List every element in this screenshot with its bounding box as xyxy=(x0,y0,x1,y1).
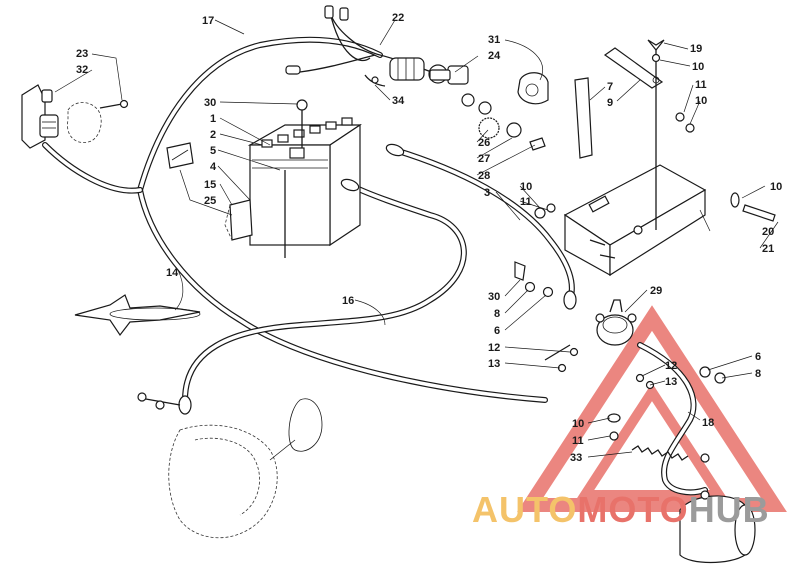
callout-10-c: 10 xyxy=(520,181,532,193)
callout-numbers: 17 22 23 32 34 31 24 19 10 7 9 11 10 30 … xyxy=(76,12,782,464)
callout-25: 25 xyxy=(204,195,216,207)
callout-12-a: 12 xyxy=(488,342,500,354)
callout-1: 1 xyxy=(210,113,216,125)
callout-9: 9 xyxy=(607,97,613,109)
callout-11-b: 11 xyxy=(520,196,532,208)
callout-4: 4 xyxy=(210,161,217,173)
callout-16: 16 xyxy=(342,295,354,307)
boot-33 xyxy=(631,445,710,463)
cable-terminals xyxy=(178,143,577,415)
callout-26: 26 xyxy=(478,137,490,149)
callout-10-a: 10 xyxy=(692,61,704,73)
battery-1 xyxy=(247,99,362,258)
callout-23: 23 xyxy=(76,48,88,60)
hold-down-strap-7 xyxy=(574,77,593,159)
battery-decals-15-25 xyxy=(166,142,253,241)
callout-5: 5 xyxy=(210,145,216,157)
callout-27: 27 xyxy=(478,153,490,165)
callout-6-a: 6 xyxy=(494,325,500,337)
wire-34 xyxy=(364,74,386,87)
battery-cable-3 xyxy=(392,147,575,303)
decal-31 xyxy=(517,72,549,105)
callout-17: 17 xyxy=(202,15,214,27)
starter-solenoid-29 xyxy=(595,299,637,346)
callout-13-b: 13 xyxy=(665,376,677,388)
callout-28: 28 xyxy=(478,170,490,182)
callout-33: 33 xyxy=(570,452,582,464)
callout-31: 31 xyxy=(488,34,500,46)
callout-19: 19 xyxy=(690,43,702,55)
callout-2: 2 xyxy=(210,129,216,141)
callout-8-b: 8 xyxy=(755,368,761,380)
callout-18: 18 xyxy=(702,417,714,429)
callout-12-b: 12 xyxy=(665,360,677,372)
callout-15: 15 xyxy=(204,179,216,191)
callout-22: 22 xyxy=(392,12,404,24)
switch-hardware-26-27-28 xyxy=(478,101,546,151)
callout-30-a: 30 xyxy=(204,97,216,109)
watermark-triangle-logo xyxy=(517,305,787,512)
callout-29: 29 xyxy=(650,285,662,297)
hold-down-rod-19 xyxy=(647,39,695,230)
callout-21: 21 xyxy=(762,243,774,255)
battery-box-20 xyxy=(563,164,707,277)
callout-10-d: 10 xyxy=(770,181,782,193)
callout-8-a: 8 xyxy=(494,308,500,320)
callout-3: 3 xyxy=(484,187,490,199)
starter-cable-18 xyxy=(637,342,708,496)
leader-lines xyxy=(54,19,779,458)
callout-30-b: 30 xyxy=(488,291,500,303)
watermark-word-auto: AUTO xyxy=(472,489,578,530)
key-switch-24 xyxy=(429,65,475,107)
callout-7: 7 xyxy=(607,81,613,93)
starter-motor xyxy=(679,490,756,564)
watermark-triangle-inner xyxy=(575,382,729,500)
callout-10-e: 10 xyxy=(572,418,584,430)
connector-23 xyxy=(21,84,129,149)
callout-34: 34 xyxy=(392,95,405,107)
callout-24: 24 xyxy=(488,50,501,62)
battery-cable-16 xyxy=(182,182,467,403)
watermark-word-moto: MOTO xyxy=(577,489,689,530)
callout-11-c: 11 xyxy=(572,435,584,447)
callout-11-a: 11 xyxy=(695,79,707,91)
callout-6-b: 6 xyxy=(755,351,761,363)
logo-decal-14 xyxy=(74,294,201,337)
watermark-triangle-outer xyxy=(517,305,787,512)
engine-ghost-outline xyxy=(137,392,323,539)
callout-10-b: 10 xyxy=(695,95,707,107)
main-harness-17 xyxy=(42,36,548,403)
watermark-wordmark: AUTOMOTOHUB xyxy=(472,488,770,532)
callout-13-a: 13 xyxy=(488,358,500,370)
connector-22 xyxy=(285,5,448,84)
watermark-word-hub: HUB xyxy=(688,489,770,530)
box-hardware-10-11-21 xyxy=(534,192,776,222)
hold-down-bracket-9 xyxy=(603,47,664,89)
callout-14: 14 xyxy=(166,267,179,279)
callout-20: 20 xyxy=(762,226,774,238)
callout-32: 32 xyxy=(76,64,88,76)
